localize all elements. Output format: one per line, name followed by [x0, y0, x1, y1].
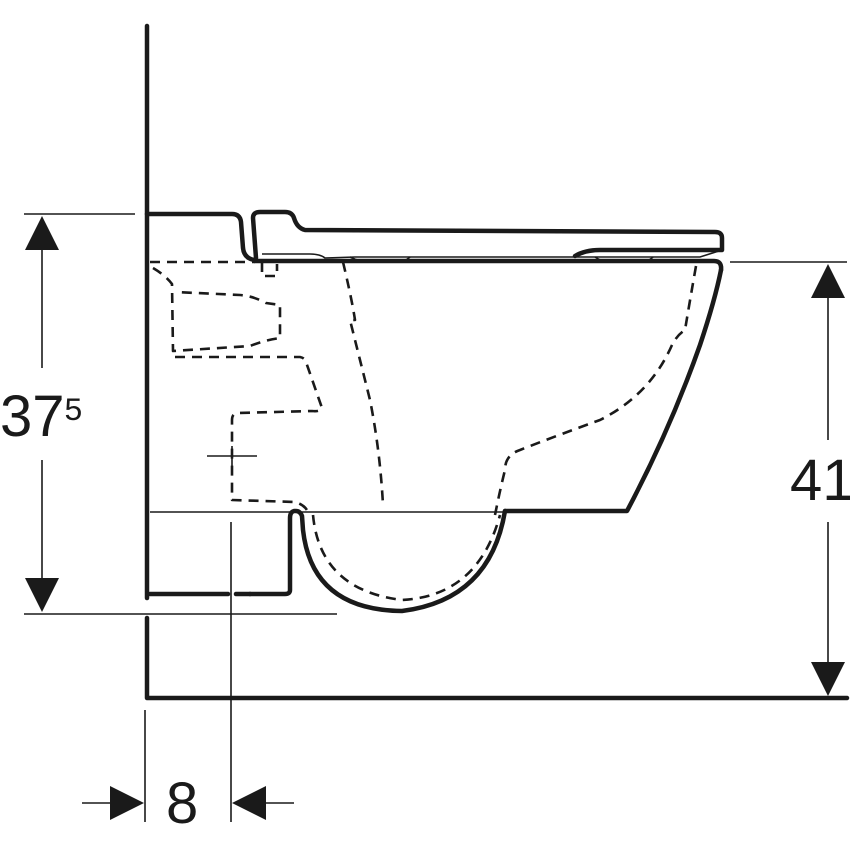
dim-right-arrow-up: [811, 264, 845, 298]
hidden-inlet-channel: [152, 266, 282, 353]
dimension-value: 41: [790, 448, 850, 513]
bowl-front-outline: [502, 267, 724, 514]
seat-ring: [262, 249, 723, 259]
dimension-label-seat-height: 375: [0, 388, 82, 446]
dim-left-arrow-down: [25, 578, 59, 612]
hidden-trap-wall: [341, 261, 385, 506]
dim-right-arrow-down: [811, 662, 845, 696]
dimension-label-rim-height: 41: [790, 452, 850, 510]
dim-bottom-arrow-left: [232, 786, 266, 820]
dimension-label-outlet-offset: 8: [166, 775, 198, 833]
dimension-superscript: 5: [64, 391, 83, 428]
dimension-value: 37: [0, 384, 65, 449]
seat-lid: [250, 209, 725, 261]
dim-left-arrow-up: [25, 216, 59, 250]
dimension-value: 8: [166, 771, 199, 836]
ceramic-back-top: [144, 211, 257, 263]
hidden-trap-curve: [311, 514, 502, 602]
hidden-bowl-inner: [493, 265, 698, 516]
outlet-horn: [247, 508, 508, 614]
bowl-rim-top: [252, 258, 724, 273]
hidden-inlet-box: [260, 262, 279, 278]
hidden-fixing-chamber: [175, 355, 324, 513]
wall-line-lower: [144, 615, 850, 701]
dim-bottom-arrow-right: [110, 786, 144, 820]
